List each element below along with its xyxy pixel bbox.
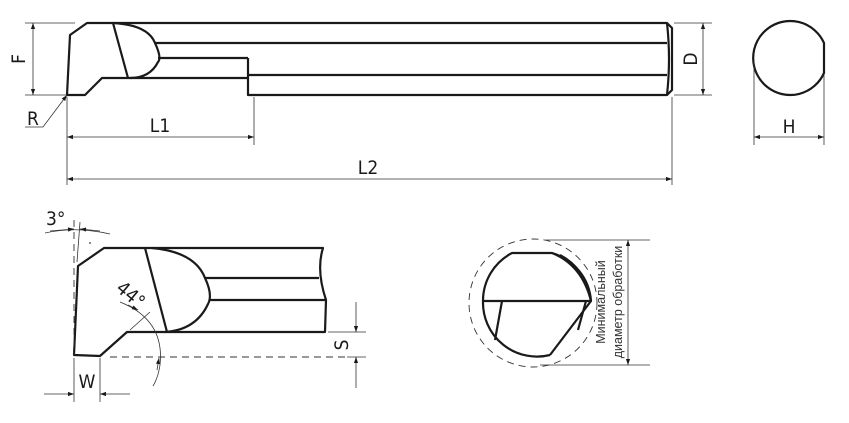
dim-L2-label: L2 [358,157,378,179]
min-diameter-label-line2: диаметр обработки [611,246,625,359]
bore-section-view: Минимальный диаметр обработки [468,238,650,368]
dim-R-label: R [27,108,39,130]
dim-F-label: F [8,54,30,64]
angle-3-label: 3° [46,208,65,230]
detail-view: 3° 44° S W [44,208,366,402]
min-diameter-label-line1: Минимальный [594,260,608,344]
dim-L1-label: L1 [150,115,170,137]
angle-44-label: 44° [112,277,149,313]
end-view: H [752,19,826,145]
dim-H-label: H [783,116,796,138]
dim-W-label: W [79,371,96,393]
dim-D-label: D [680,52,702,65]
side-view: F R L1 L2 D [8,21,712,185]
dim-S-label: S [331,340,353,351]
